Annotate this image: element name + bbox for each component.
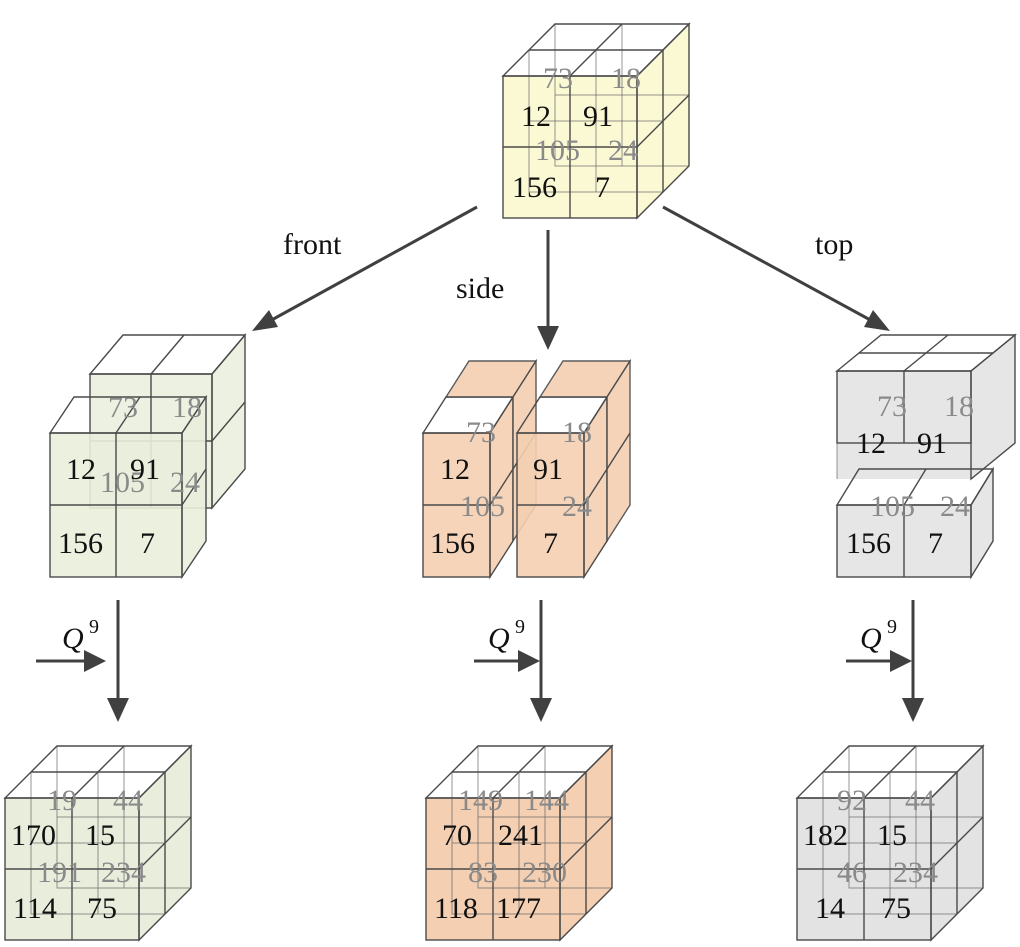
back-value: 19	[47, 784, 77, 817]
back-value: 149	[458, 784, 503, 817]
branch-arrow-top	[662, 205, 890, 331]
front-value: 156	[430, 527, 475, 560]
front-value: 91	[533, 453, 563, 486]
back-value: 18	[611, 62, 641, 95]
result-cube-side: 149 144 83 230 70 241 118 177	[425, 745, 613, 941]
front-value: 182	[803, 819, 848, 852]
front-value: 15	[877, 819, 907, 852]
q-arrow-top	[846, 600, 924, 722]
q-exponent: 9	[887, 616, 897, 638]
back-value: 46	[837, 856, 867, 889]
back-value: 92	[837, 784, 867, 817]
front-value: 12	[440, 453, 470, 486]
front-value: 75	[881, 892, 911, 925]
back-value: 44	[905, 784, 935, 817]
back-value: 24	[562, 490, 592, 523]
branch-arrow-side	[537, 230, 559, 350]
q-operator-front: Q 9	[62, 616, 99, 655]
front-value: 70	[442, 819, 472, 852]
back-value: 73	[108, 391, 138, 424]
front-value: 241	[498, 819, 543, 852]
q-operator-side: Q 9	[488, 616, 525, 655]
front-value: 7	[543, 527, 558, 560]
back-value: 105	[870, 490, 915, 523]
back-value: 234	[893, 856, 938, 889]
q-symbol: Q	[62, 622, 84, 655]
branch-label-top: top	[815, 228, 853, 261]
split-cube-side: 73 18 105 24 12 91 156 7	[421, 358, 632, 580]
front-value: 7	[928, 527, 943, 560]
front-value: 14	[815, 892, 845, 925]
front-value: 12	[521, 100, 551, 133]
result-cube-front: 19 44 191 234 170 15 114 75	[4, 745, 192, 941]
front-value: 91	[917, 427, 947, 460]
back-value: 105	[460, 490, 505, 523]
front-value: 170	[11, 819, 56, 852]
q-arrow-front	[36, 600, 129, 722]
split-cube-front: 73 18 105 24 12 91 156 7	[48, 333, 247, 580]
back-value: 73	[877, 390, 907, 423]
front-value: 177	[496, 892, 541, 925]
front-value: 91	[583, 100, 613, 133]
back-value: 18	[562, 416, 592, 449]
back-value: 191	[37, 856, 82, 889]
branch-arrow-front	[252, 205, 478, 331]
back-value: 18	[172, 391, 202, 424]
front-value: 156	[58, 527, 103, 560]
q-operator-top: Q 9	[860, 616, 897, 655]
back-value: 234	[101, 856, 146, 889]
back-value: 24	[170, 466, 200, 499]
front-value: 7	[595, 171, 610, 204]
front-value: 91	[130, 453, 160, 486]
split-cube-top: 73 18 105 24 12 91 156 7	[835, 333, 1017, 580]
front-value: 7	[140, 527, 155, 560]
branch-label-side: side	[456, 272, 504, 305]
front-value: 114	[13, 892, 57, 925]
back-value: 24	[940, 490, 970, 523]
back-value: 83	[468, 856, 498, 889]
front-value: 15	[85, 819, 115, 852]
q-exponent: 9	[515, 616, 525, 638]
q-symbol: Q	[488, 622, 510, 655]
back-value: 18	[944, 390, 974, 423]
back-value: 105	[100, 466, 145, 499]
back-value: 105	[535, 134, 580, 167]
back-value: 144	[524, 784, 569, 817]
back-value: 73	[466, 416, 496, 449]
front-value: 156	[846, 527, 891, 560]
back-value: 73	[543, 62, 573, 95]
back-value: 44	[113, 784, 143, 817]
q-symbol: Q	[860, 622, 882, 655]
q-exponent: 9	[89, 616, 99, 638]
front-value: 12	[856, 427, 886, 460]
back-value: 24	[608, 134, 638, 167]
front-value: 75	[87, 892, 117, 925]
front-value: 12	[66, 453, 96, 486]
front-value: 118	[434, 892, 478, 925]
source-cube: 73 18 105 24 12 91 156 7	[502, 23, 690, 219]
result-cube-top: 92 44 46 234 182 15 14 75	[796, 745, 984, 941]
branch-label-front: front	[283, 228, 342, 261]
back-value: 230	[522, 856, 567, 889]
q-arrow-side	[474, 600, 552, 722]
front-value: 156	[512, 171, 557, 204]
